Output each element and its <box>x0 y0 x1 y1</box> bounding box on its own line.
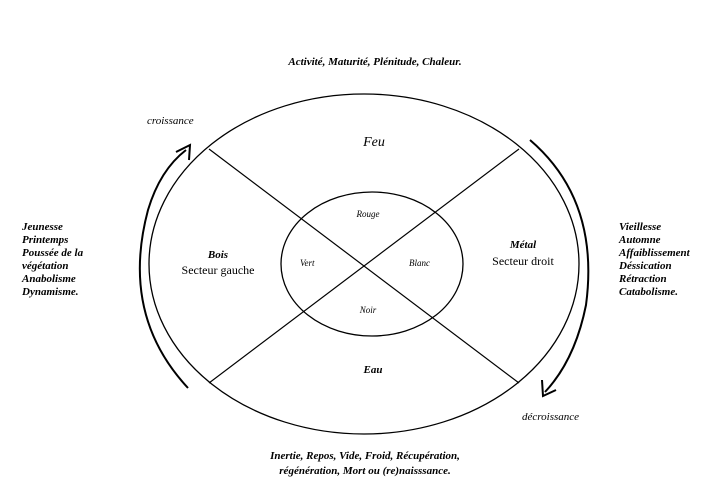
decline-arc <box>529 139 590 393</box>
left-list-item: Poussée de la <box>22 247 84 259</box>
right-list-item: Catabolisme. <box>619 286 678 298</box>
decline-arrowhead <box>541 379 557 398</box>
sector-top-label: Feu <box>363 135 385 150</box>
inner-top-label: Rouge <box>356 209 380 219</box>
sector-right-title: Métal <box>509 239 537 251</box>
right-list-item: Déssication <box>619 260 672 272</box>
right-list-item: Rétraction <box>619 273 667 285</box>
bottom-caption-line2: régénération, Mort ou (re)naisssance. <box>279 465 451 477</box>
sector-right-subtitle: Secteur droit <box>492 254 554 268</box>
inner-bottom-label: Noir <box>359 305 377 315</box>
right-list-item: Automne <box>619 234 661 246</box>
right-list-item: Vieillesse <box>619 221 662 233</box>
growth-label: croissance <box>147 115 194 127</box>
inner-left-label: Vert <box>300 258 315 268</box>
sector-bottom-label: Eau <box>363 364 383 376</box>
decline-label: décroissance <box>522 411 580 423</box>
top-caption: Activité, Maturité, Plénitude, Chaleur. <box>288 56 462 68</box>
right-list: Vieillesse Automne Affaiblissement Déssi… <box>619 221 690 299</box>
left-list-item: Jeunesse <box>22 221 63 233</box>
left-list: Jeunesse Printemps Poussée de la végétat… <box>22 221 83 299</box>
left-list-item: Printemps <box>22 234 69 246</box>
diagonal-line-2 <box>208 148 520 384</box>
sector-left-title: Bois <box>207 249 229 261</box>
left-list-item: végétation <box>22 260 69 272</box>
right-list-item: Affaiblissement <box>619 247 690 259</box>
inner-right-label: Blanc <box>409 258 430 268</box>
left-list-item: Anabolisme <box>22 273 76 285</box>
outer-ellipse <box>148 93 580 435</box>
left-list-item: Dynamisme. <box>22 286 79 298</box>
bottom-caption-line1: Inertie, Repos, Vide, Froid, Récupératio… <box>270 450 460 462</box>
growth-arc <box>138 149 189 389</box>
inner-ellipse <box>280 191 464 337</box>
sector-left-subtitle: Secteur gauche <box>181 263 255 277</box>
growth-arrowhead <box>175 143 192 161</box>
